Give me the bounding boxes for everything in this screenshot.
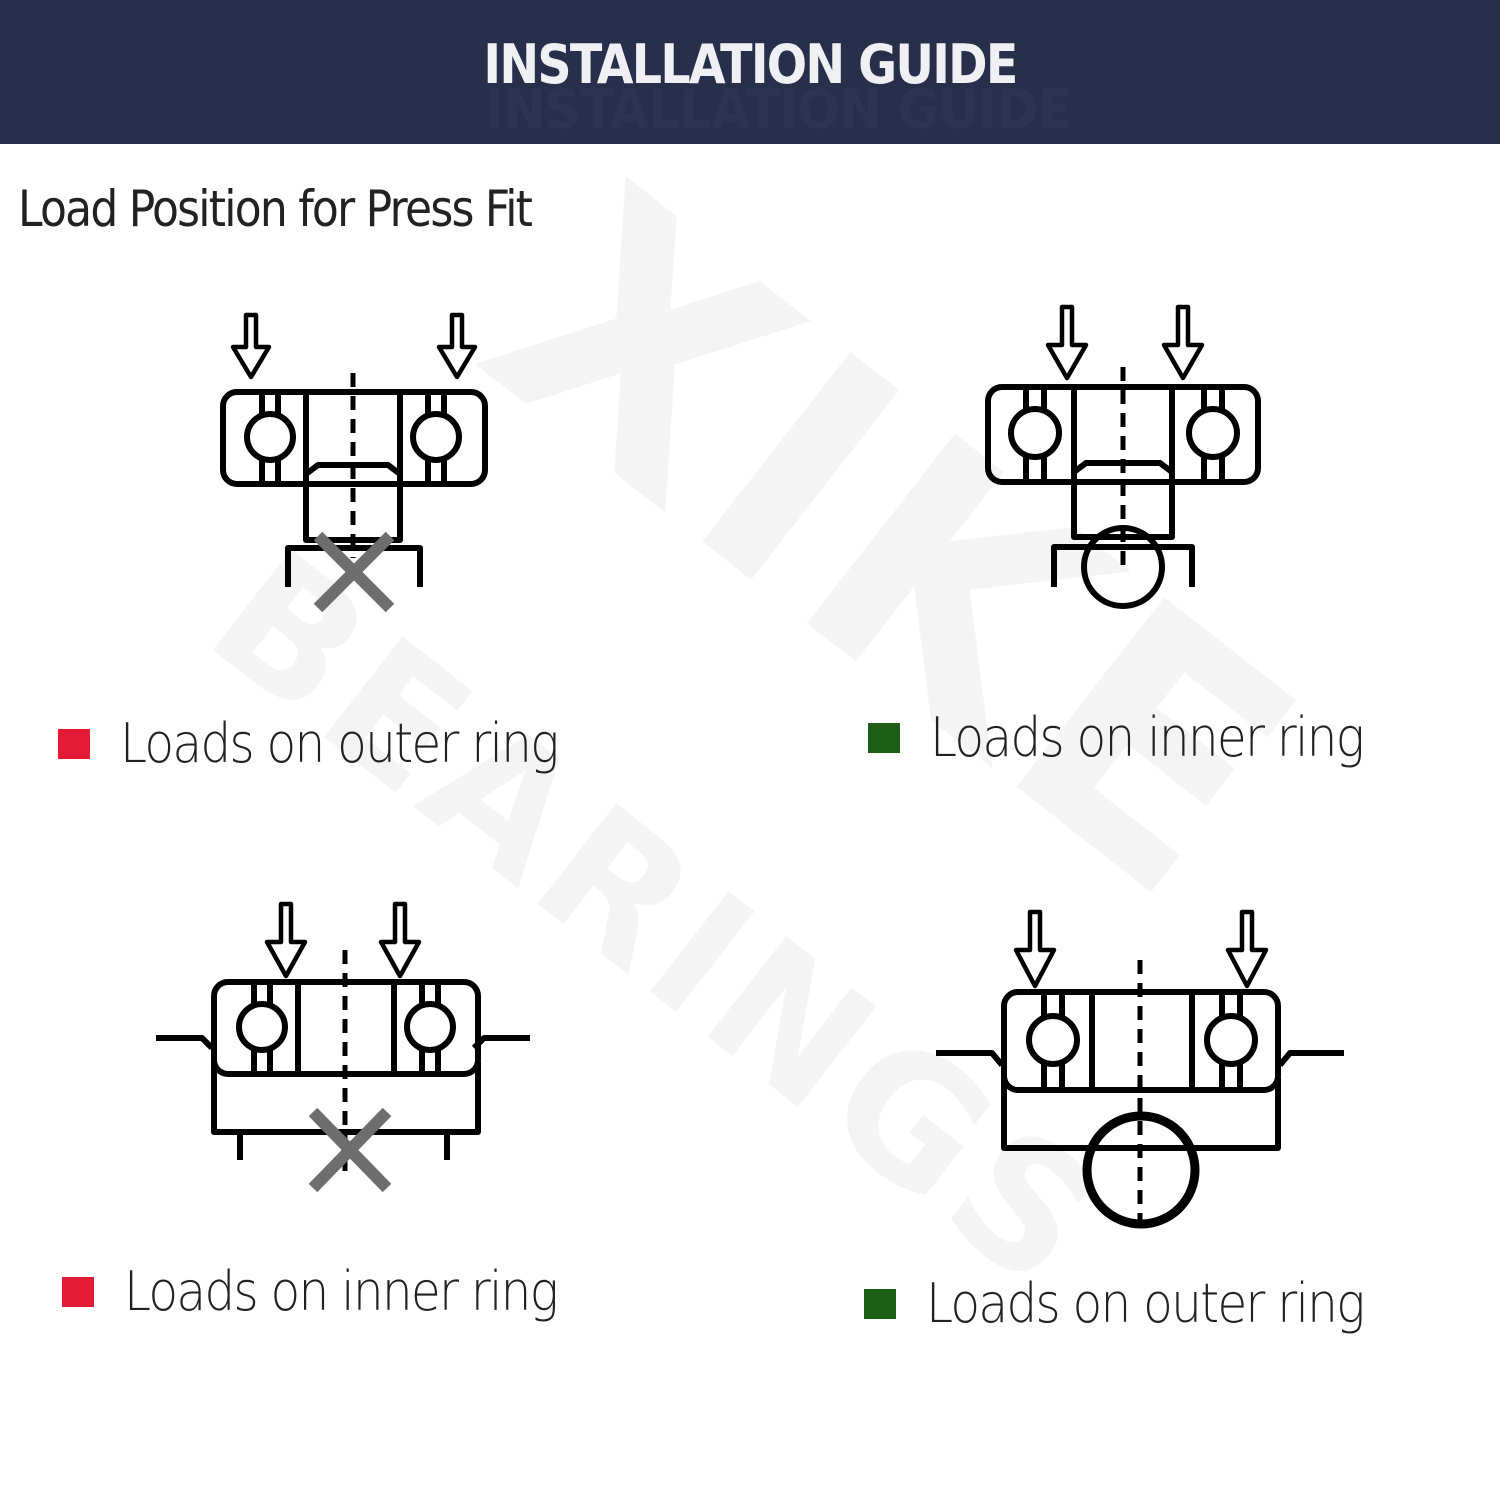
diagram-top-left [220,312,488,613]
load-arrow-icon [230,312,272,380]
load-arrow-icon [1013,909,1057,989]
legend-label: Loads on inner ring [124,1260,559,1323]
legend-label: Loads on outer ring [926,1272,1365,1335]
load-arrow-icon [1045,304,1089,381]
legend-bottom-right: Loads on outer ring [864,1272,1412,1335]
load-arrow-icon [1225,909,1269,989]
legend-label: Loads on inner ring [930,706,1365,769]
incorrect-status-square-icon [58,728,90,759]
correct-circle-icon [1081,525,1165,609]
page-subtitle: Load Position for Press Fit [18,180,533,238]
load-arrow-icon [378,901,422,979]
legend-bottom-left: Loads on inner ring [62,1260,605,1323]
header-banner: INSTALLATION GUIDE INSTALLATION GUIDE [0,0,1500,144]
incorrect-cross-icon [313,531,395,613]
correct-status-square-icon [868,722,900,753]
correct-status-square-icon [864,1288,896,1319]
legend-top-left: Loads on outer ring [58,712,606,775]
load-arrow-icon [264,901,308,979]
legend-label: Loads on outer ring [120,712,559,775]
correct-circle-icon [1082,1111,1200,1229]
diagram-bottom-right [936,909,1344,1229]
legend-top-right: Loads on inner ring [868,706,1411,769]
incorrect-status-square-icon [62,1276,94,1307]
load-arrow-icon [436,312,478,380]
incorrect-cross-icon [308,1107,392,1193]
header-title: INSTALLATION GUIDE [483,33,1018,96]
diagram-bottom-left [156,901,530,1193]
diagram-top-right [985,304,1261,609]
load-arrow-icon [1161,304,1205,381]
header-title-shadow: INSTALLATION GUIDE [484,78,1072,141]
